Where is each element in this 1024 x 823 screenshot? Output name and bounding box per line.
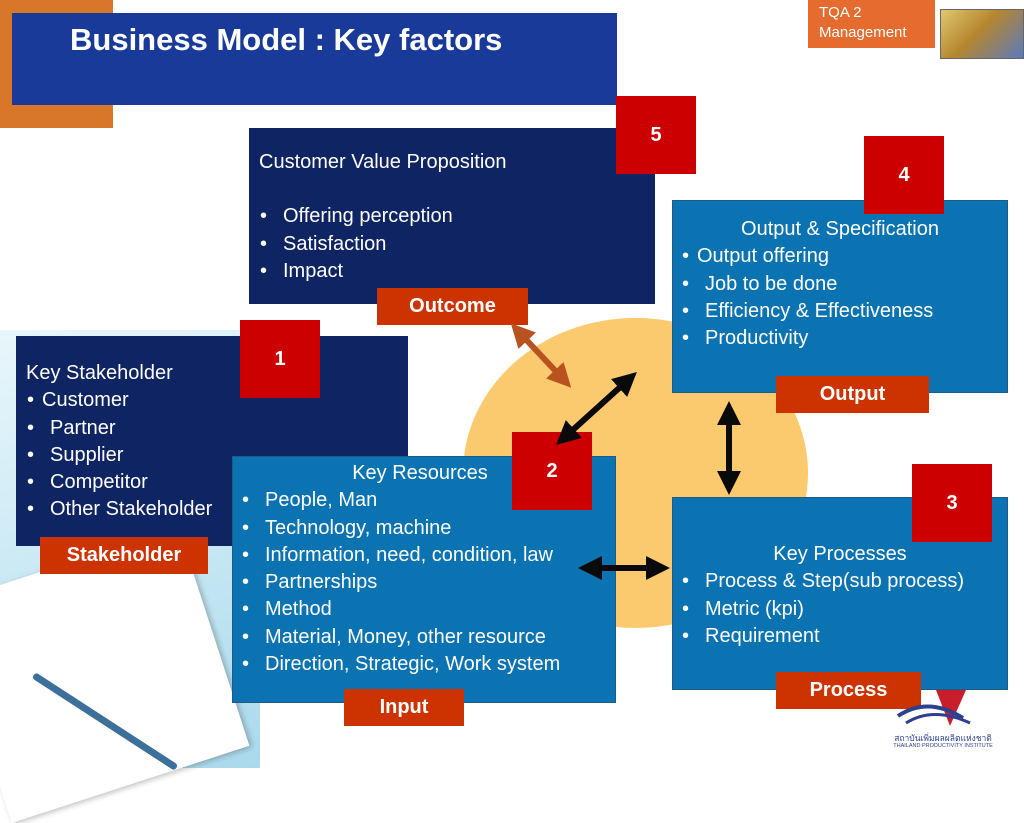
list-item: Requirement [681,623,999,651]
output-list: Output offeringJob to be doneEfficiency … [681,243,999,352]
value-proposition-heading: Customer Value Proposition [259,151,507,173]
list-item: Partnerships [241,569,607,597]
list-item: Direction, Strategic, Work system [241,651,607,679]
tpi-logo-mark [896,690,971,726]
list-item: Satisfaction [259,231,645,259]
list-item: Output offering [681,243,999,271]
list-item: Partner [26,415,398,443]
list-item: Metric (kpi) [681,596,999,624]
tpi-logo: สถาบันเพิ่มผลผลิตแห่งชาติ THAILAND PRODU… [888,690,998,750]
tqa-badge-line2: Management [819,24,907,41]
slide-title: Business Model : Key factors [70,22,503,57]
tpi-logo-thai: สถาบันเพิ่มผลผลิตแห่งชาติ [894,733,992,743]
list-item: Competitor [26,469,398,497]
list-item: Productivity [681,325,999,353]
stakeholder-heading: Key Stakeholder [26,362,173,384]
output-heading: Output & Specification [741,218,939,240]
list-item: Other Stakeholder [26,496,398,524]
output-box: Output & Specification Output offeringJo… [672,200,1008,393]
list-item: Customer [26,387,398,415]
value-proposition-list: Offering perceptionSatisfactionImpact [259,203,645,285]
number-badge-2: 2 [512,432,592,510]
output-label: Output [776,376,929,413]
list-item: Process & Step(sub process) [681,568,999,596]
number-badge-3: 3 [912,464,992,542]
stakeholder-label: Stakeholder [40,537,208,574]
processes-list: Process & Step(sub process)Metric (kpi)R… [681,568,999,650]
list-item: Information, need, condition, law [241,542,607,570]
list-item: Material, Money, other resource [241,624,607,652]
stakeholder-list: CustomerPartnerSupplierCompetitorOther S… [26,387,398,524]
list-item: Supplier [26,442,398,470]
tqa-badge: TQA 2 Management [808,0,935,48]
list-item: Technology, machine [241,515,607,543]
list-item: Efficiency & Effectiveness [681,298,999,326]
number-badge-1: 1 [240,320,320,398]
process-label: Process [776,672,921,709]
outcome-label: Outcome [377,288,528,325]
tqa-logo-image [940,9,1024,59]
tpi-logo-english: THAILAND PRODUCTIVITY INSTITUTE [893,743,993,749]
tqa-badge-line1: TQA 2 [819,4,862,21]
list-item: People, Man [241,487,607,515]
list-item: Method [241,596,607,624]
title-bar [12,13,617,105]
processes-heading: Key Processes [773,543,907,565]
resources-list: People, ManTechnology, machineInformatio… [241,487,607,678]
input-label: Input [344,689,464,726]
resources-heading: Key Resources [352,462,488,484]
list-item: Job to be done [681,271,999,299]
list-item: Impact [259,258,645,286]
number-badge-4: 4 [864,136,944,214]
value-proposition-box: Customer Value Proposition Offering perc… [249,128,655,304]
number-badge-5: 5 [616,96,696,174]
list-item: Offering perception [259,203,645,231]
